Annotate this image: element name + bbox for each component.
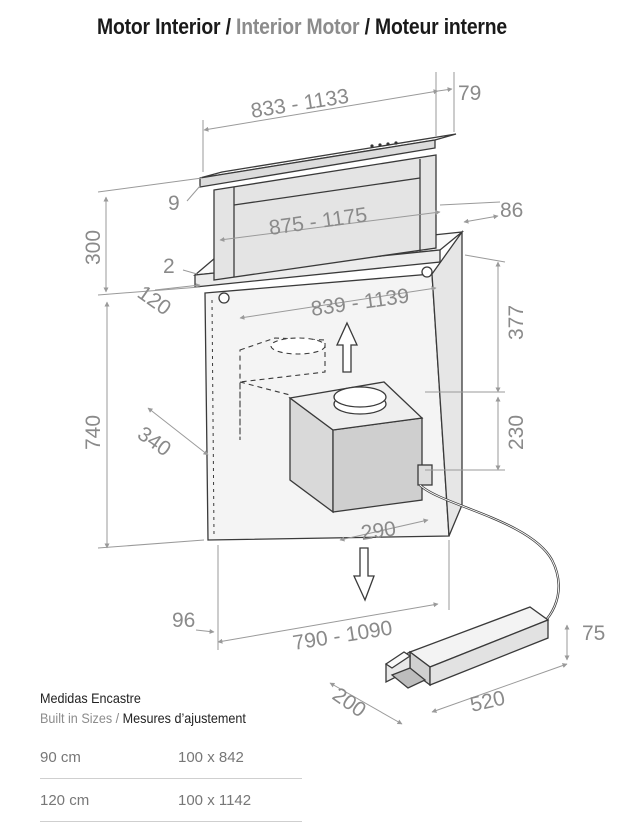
dim-gap: 2 xyxy=(163,255,175,278)
dim-mid-depth: 86 xyxy=(500,199,523,222)
size-cell: 120 cm xyxy=(40,778,178,822)
cutout-cell: 100 x 1142 xyxy=(178,778,302,822)
dimension-lines xyxy=(97,72,570,725)
title-spanish: Motor Interior xyxy=(97,14,221,39)
power-unit xyxy=(384,606,550,689)
diagram-title: Motor Interior / Interior Motor / Moteur… xyxy=(97,14,507,40)
dim-body-height: 740 xyxy=(82,415,105,450)
title-french: Moteur interne xyxy=(375,14,508,39)
sizes-table: 90 cm 100 x 842 120 cm 100 x 1142 xyxy=(40,736,302,822)
dim-bottom-width: 790 - 1090 xyxy=(291,617,394,655)
built-in-sizes: Medidas Encastre Built in Sizes / Mesure… xyxy=(40,690,302,822)
dim-frame-depth: 120 xyxy=(133,281,175,320)
table-row: 90 cm 100 x 842 xyxy=(40,736,302,779)
top-cap-front xyxy=(199,139,436,188)
hood-drawing xyxy=(192,133,560,689)
dim-remote-width: 520 xyxy=(468,687,507,717)
control-buttons xyxy=(370,141,398,148)
connector-block xyxy=(417,464,433,486)
fixing-hole xyxy=(218,292,230,304)
table-row: 120 cm 100 x 1142 xyxy=(40,778,302,822)
title-separator: / xyxy=(225,14,231,39)
dim-motor-height: 230 xyxy=(505,415,528,450)
dim-top-width: 833 - 1133 xyxy=(249,85,350,123)
dim-remote-depth: 200 xyxy=(328,683,370,722)
title-english: Interior Motor xyxy=(236,14,360,39)
dim-remote-height: 75 xyxy=(582,622,605,645)
sizes-subheading-en: Built in Sizes xyxy=(40,710,113,726)
airflow-arrow xyxy=(335,321,375,602)
dim-motor-depth: 340 xyxy=(133,422,175,461)
dim-top-depth: 79 xyxy=(458,82,481,105)
ghost-motor xyxy=(239,337,326,440)
sizes-subheading: Built in Sizes / Mesures d’ajustement xyxy=(40,710,276,726)
cutout-cell: 100 x 842 xyxy=(178,748,244,766)
title-separator: / xyxy=(364,14,370,39)
sizes-subheading-sep: / xyxy=(115,710,120,726)
fixing-hole xyxy=(421,266,433,278)
dim-motor-width: 290 xyxy=(359,517,397,545)
dim-rise-height: 300 xyxy=(82,230,105,265)
dim-upper-offset: 377 xyxy=(505,305,528,340)
size-cell: 90 cm xyxy=(40,748,81,766)
sizes-heading: Medidas Encastre xyxy=(40,690,141,706)
sizes-subheading-fr: Mesures d’ajustement xyxy=(122,710,246,726)
motor-unit xyxy=(288,381,424,514)
dim-panel-thickness: 9 xyxy=(168,192,180,215)
dim-front-offset: 96 xyxy=(172,609,195,632)
